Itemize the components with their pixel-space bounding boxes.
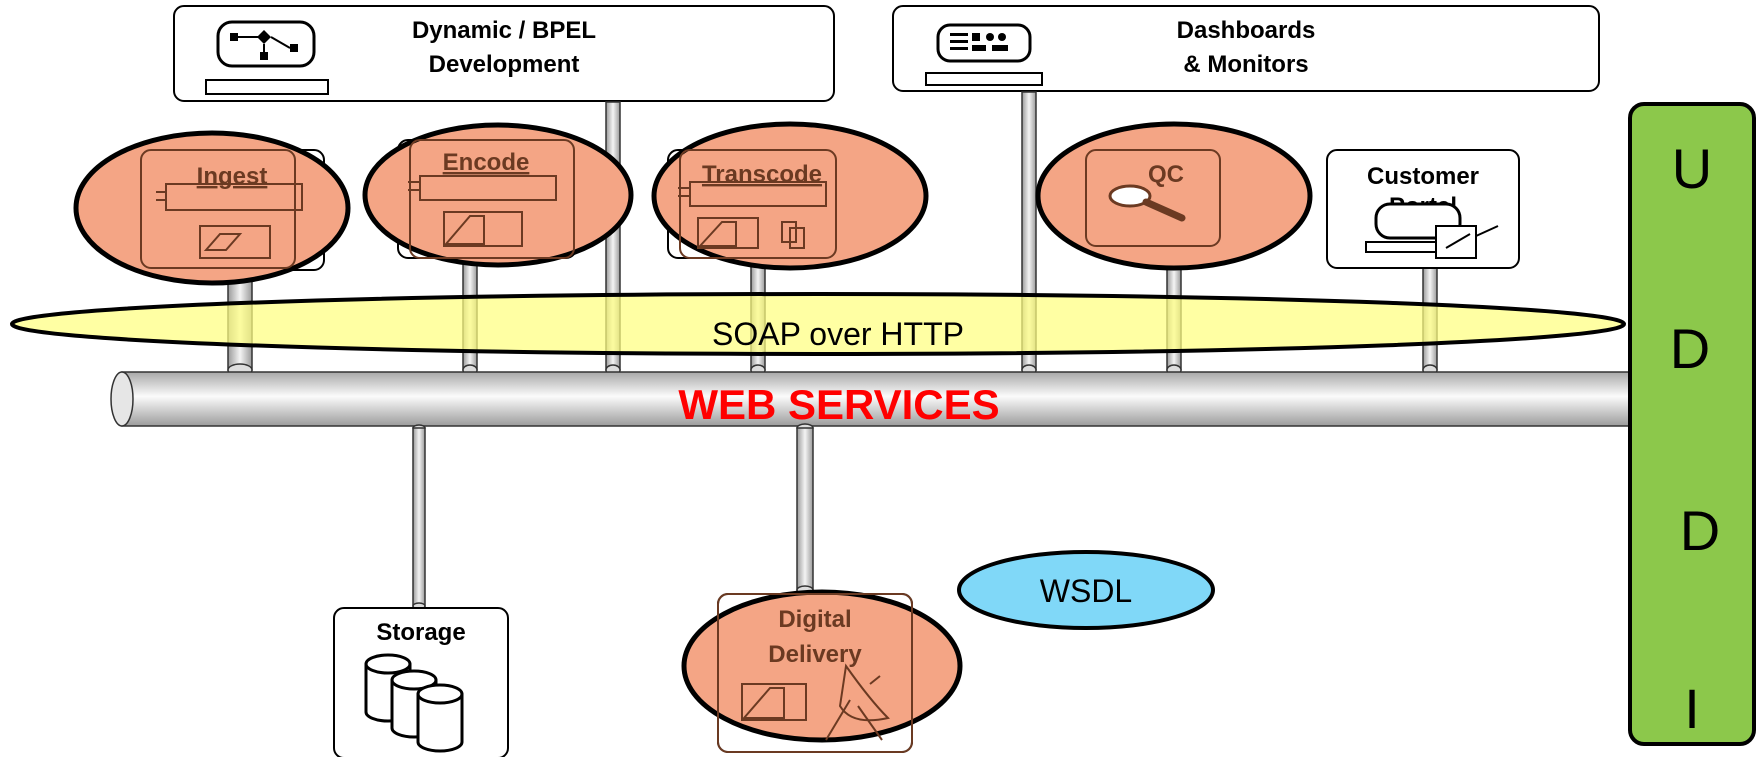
transcode-label: Transcode xyxy=(702,161,822,188)
customer-portal-line1: Customer xyxy=(1367,163,1479,190)
uddi-letter-i: I xyxy=(1684,677,1700,740)
dashboards-title-line2: & Monitors xyxy=(1183,51,1308,78)
soap-ellipse: SOAP over HTTP xyxy=(10,292,1626,356)
uddi-bar: U D D I xyxy=(1628,102,1756,746)
transcode-service: Transcode xyxy=(651,121,929,271)
transcoder-device-icon xyxy=(678,181,827,249)
storage-label: Storage xyxy=(376,619,465,646)
workflow-icon xyxy=(205,20,329,95)
customer-portal-service: Customer Portal xyxy=(1326,149,1520,269)
qc-label: QC xyxy=(1148,161,1184,188)
uddi-letter-d2: D xyxy=(1680,499,1720,562)
wsdl-ellipse: WSDL xyxy=(957,550,1215,630)
encode-label: Encode xyxy=(443,149,530,176)
ingest-service: Ingest xyxy=(73,130,351,286)
dashboard-icon xyxy=(925,23,1043,86)
satellite-dish-icon xyxy=(741,663,890,741)
storage-service: Storage xyxy=(333,607,509,757)
dashboards-monitors-box: Dashboards & Monitors xyxy=(892,5,1600,92)
bpel-title-line2: Development xyxy=(429,51,580,78)
uddi-letter-u: U xyxy=(1672,137,1712,200)
uddi-letter-d1: D xyxy=(1670,317,1710,380)
soap-label: SOAP over HTTP xyxy=(712,316,964,352)
ingest-device-icon xyxy=(156,183,303,259)
digital-delivery-line2: Delivery xyxy=(768,641,862,668)
web-services-bus: WEB SERVICES xyxy=(110,371,1683,428)
lower-connectors xyxy=(412,423,814,610)
computer-icon xyxy=(1365,202,1499,259)
bpel-development-box: Dynamic / BPEL Development xyxy=(173,5,835,102)
database-icon xyxy=(364,653,464,753)
qc-service: QC xyxy=(1035,121,1313,271)
digital-delivery-line1: Digital xyxy=(778,606,851,633)
wsdl-label: WSDL xyxy=(1040,573,1132,609)
ingest-label: Ingest xyxy=(197,163,268,190)
dashboards-title-line1: Dashboards xyxy=(1177,17,1316,44)
digital-delivery-service: Digital Delivery xyxy=(681,589,963,753)
bpel-title-line1: Dynamic / BPEL xyxy=(412,17,596,44)
magnifier-icon xyxy=(1108,184,1186,222)
web-services-label: WEB SERVICES xyxy=(678,381,999,428)
encoder-device-icon xyxy=(408,175,557,247)
encode-service: Encode xyxy=(362,122,634,268)
